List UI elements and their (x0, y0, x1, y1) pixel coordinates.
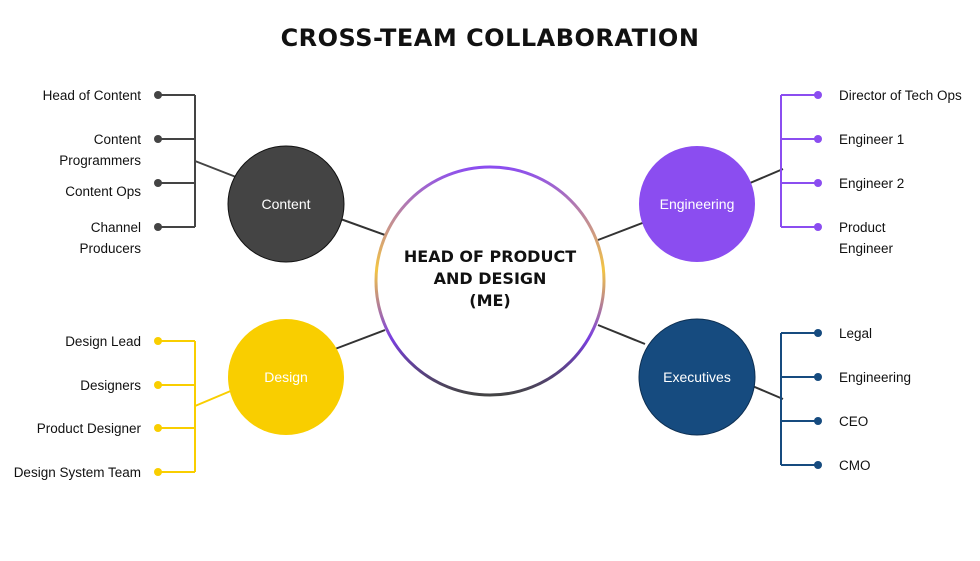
design-hub-link (194, 389, 234, 407)
design-item: Product Designer (36, 421, 141, 436)
executives-item: Engineering (839, 370, 912, 385)
executives-hub (638, 318, 756, 436)
content-item: Head of Content (42, 88, 141, 103)
engineering-hub (639, 146, 755, 262)
engineering-item: Product Engineer (839, 220, 894, 256)
executives-item: CEO (839, 414, 869, 429)
executives-branch (781, 329, 822, 469)
executives-hub-label: Executives (663, 369, 731, 385)
connector-engineering (597, 221, 646, 241)
design-hub-label: Design (264, 369, 308, 385)
engineering-branch (781, 91, 822, 231)
executives-item: Legal (839, 326, 873, 341)
design-item: Design Lead (65, 334, 141, 349)
design-branch (154, 337, 195, 476)
content-item: Channel Producers (79, 220, 141, 256)
connector-executives (597, 324, 646, 345)
connector-design (334, 329, 386, 350)
diagram-title: CROSS-TEAM COLLABORATION (280, 24, 700, 52)
content-hub-link (194, 160, 237, 178)
connector-content (334, 216, 386, 236)
content-hub (227, 145, 345, 263)
engineering-item: Engineer 1 (839, 132, 905, 147)
design-item: Designers (80, 378, 141, 393)
engineering-item: Director of Tech Ops (839, 88, 962, 103)
executives-hub-link (749, 384, 784, 400)
content-branch (154, 91, 195, 231)
center-node-label: HEAD OF PRODUCT AND DESIGN (ME) (403, 247, 577, 310)
content-item: Content Ops (65, 184, 141, 199)
content-item: Content Programmers (59, 132, 141, 168)
engineering-item: Engineer 2 (839, 176, 905, 191)
content-hub-label: Content (261, 196, 311, 212)
design-item: Design System Team (13, 465, 141, 480)
design-hub (228, 319, 344, 435)
engineering-hub-link (749, 168, 784, 184)
engineering-hub-label: Engineering (659, 196, 735, 212)
center-node (374, 165, 606, 397)
executives-item: CMO (839, 458, 871, 473)
